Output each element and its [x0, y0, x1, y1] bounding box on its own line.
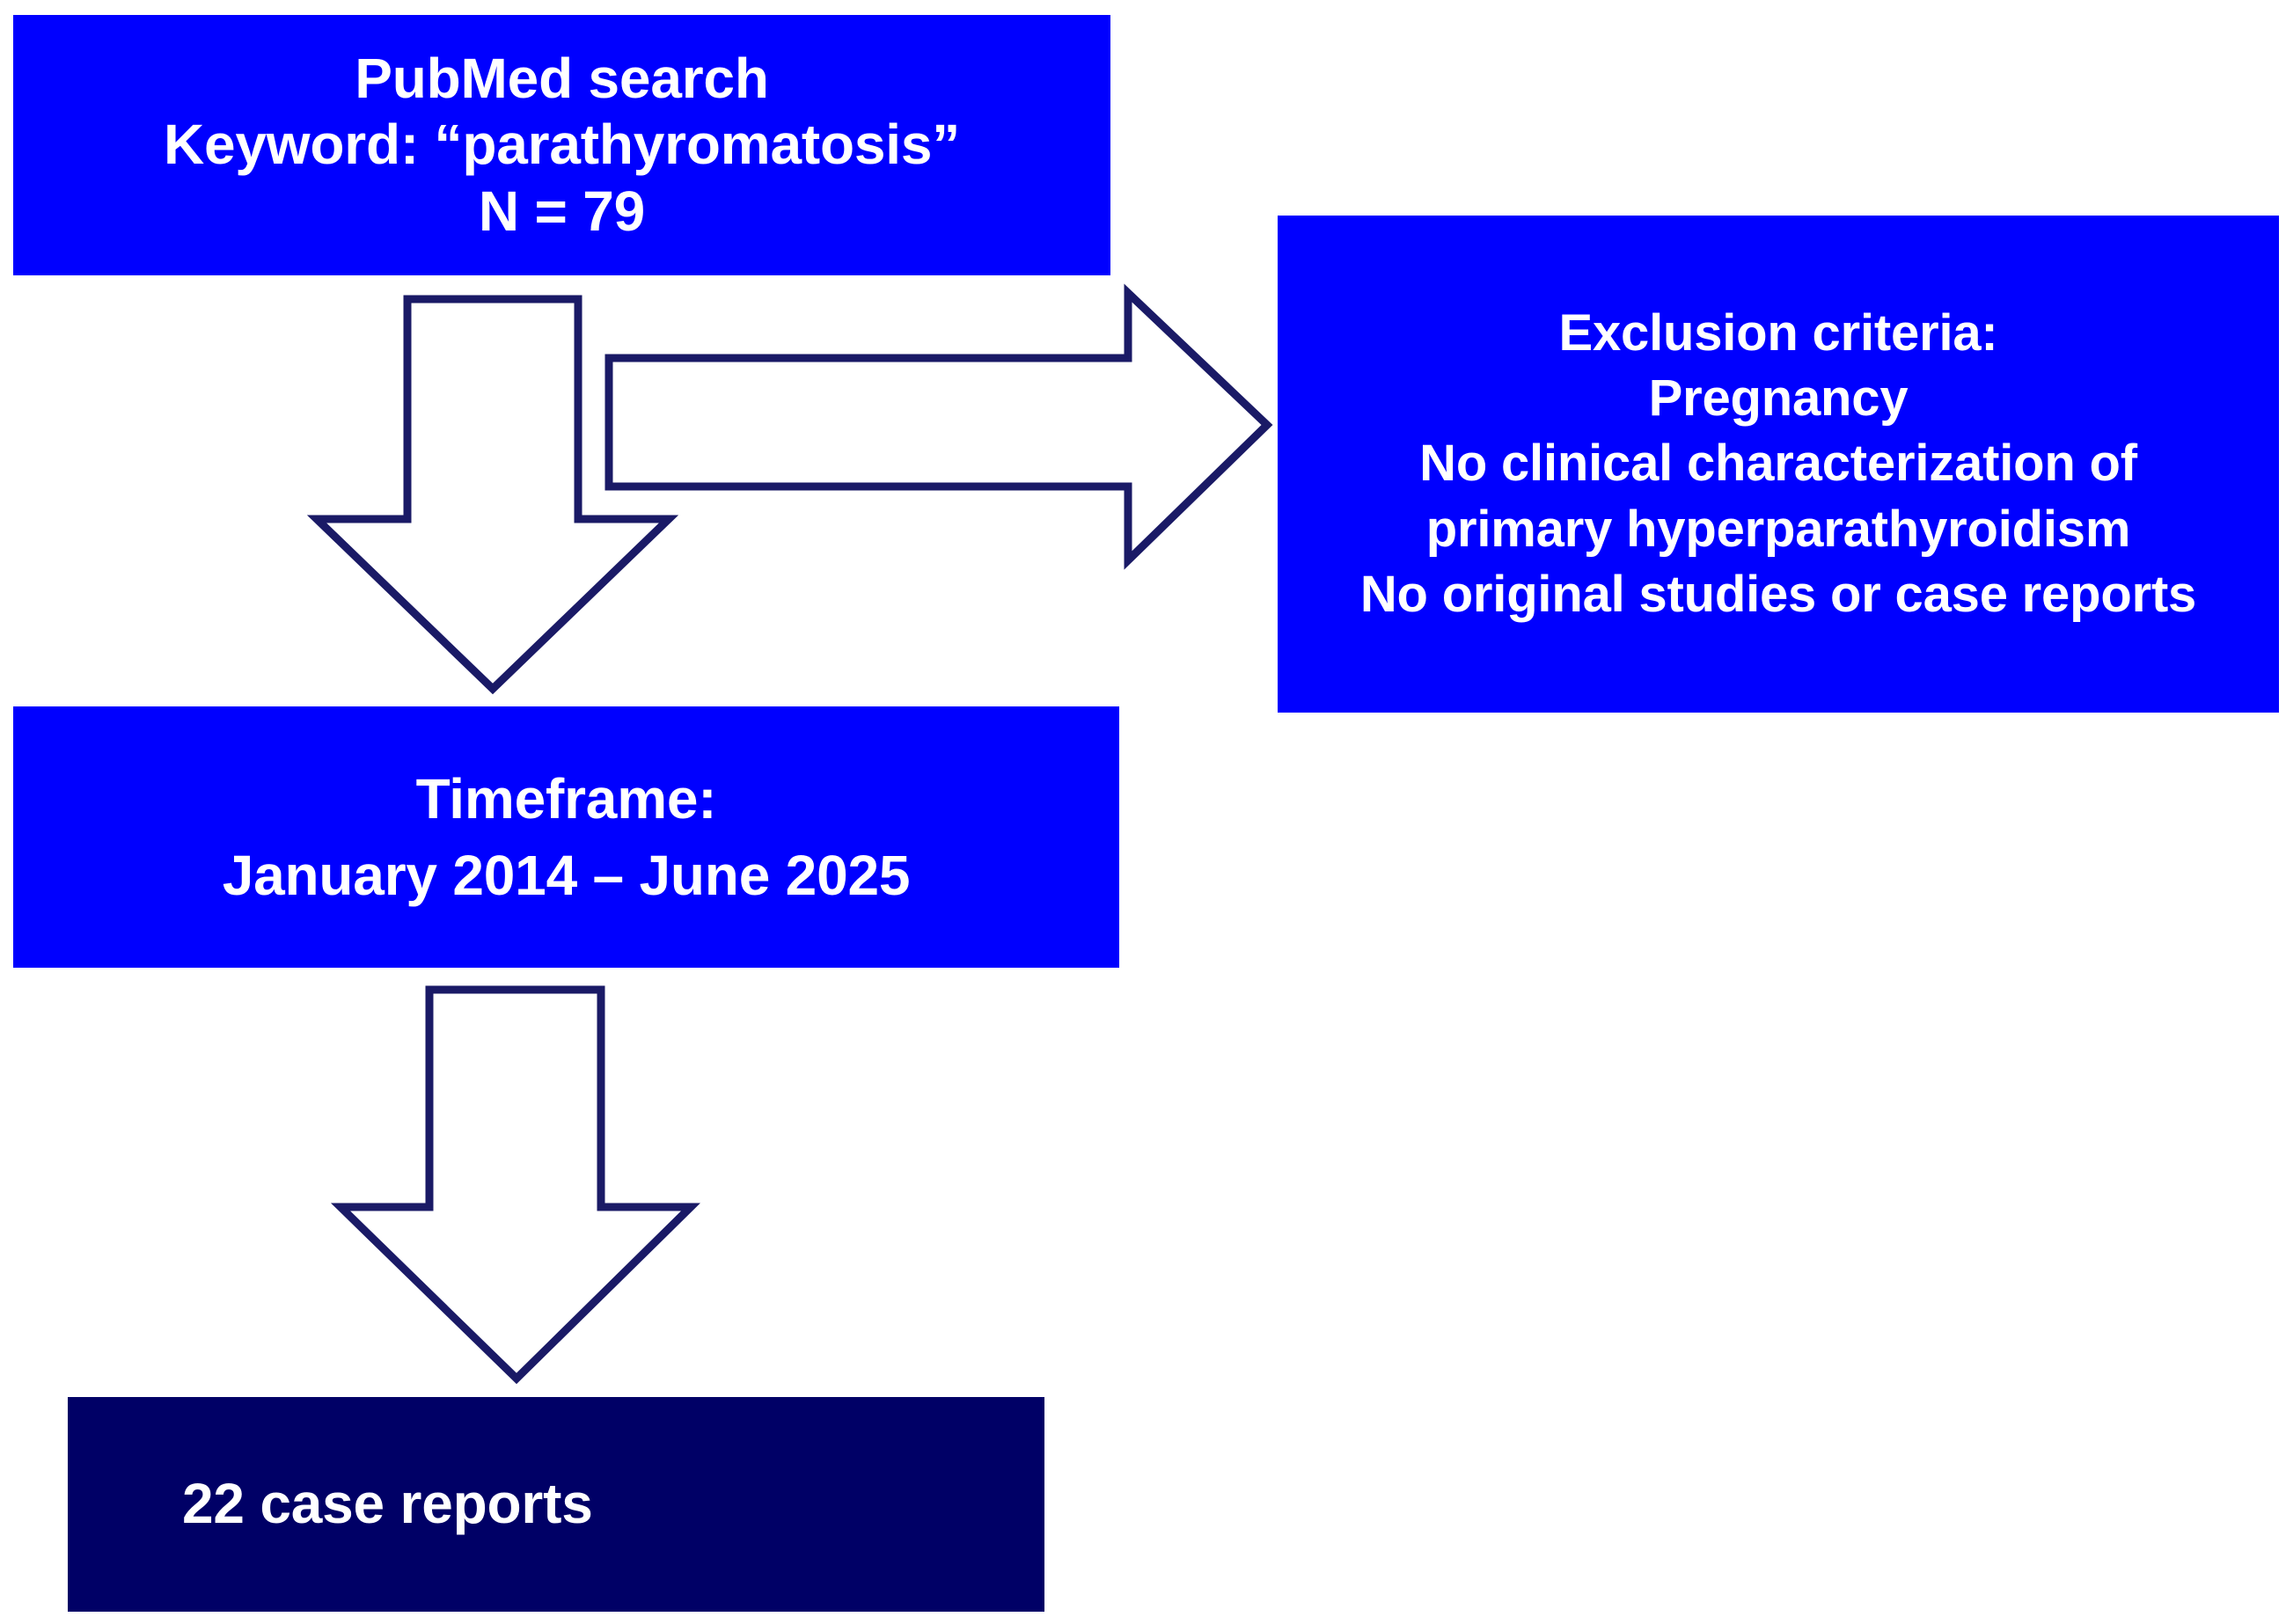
arrow-right-pubmed-to-exclusion [604, 283, 1273, 570]
pubmed-search-count: N = 79 [478, 179, 646, 243]
pubmed-search-line-2: Keyword: “parathyromatosis” [163, 113, 961, 177]
node-pubmed-search: PubMed search Keyword: “parathyromatosis… [13, 15, 1110, 275]
node-result-case-reports: 22 case reports [68, 1397, 1044, 1612]
exclusion-criteria-item-1: Pregnancy [1648, 369, 1909, 428]
arrow-down-timeframe-to-result [330, 985, 700, 1385]
exclusion-criteria-item-2a: No clinical characterization of [1419, 435, 2137, 493]
exclusion-criteria-item-2b: primary hyperparathyroidism [1425, 500, 2131, 558]
timeframe-range: January 2014 – June 2025 [222, 843, 911, 907]
result-case-reports-label: 22 case reports [182, 1472, 593, 1536]
exclusion-criteria-item-3: No original studies or case reports [1359, 565, 2197, 623]
node-timeframe: Timeframe: January 2014 – June 2025 [13, 706, 1119, 968]
node-exclusion-criteria: Exclusion criteria: Pregnancy No clinica… [1278, 216, 2279, 713]
arrow-down-pubmed-to-timeframe [306, 295, 679, 695]
pubmed-search-line-1: PubMed search [355, 46, 769, 110]
exclusion-criteria-heading: Exclusion criteria: [1558, 304, 1998, 362]
timeframe-heading: Timeframe: [415, 767, 717, 831]
